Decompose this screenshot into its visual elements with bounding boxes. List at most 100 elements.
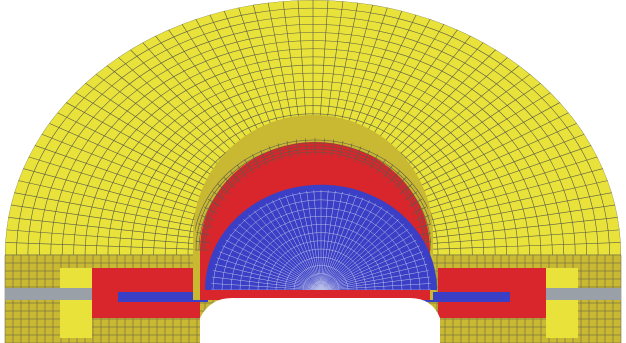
mesh-line [200, 215, 216, 221]
mesh-line [282, 0, 302, 138]
mesh-line [248, 214, 322, 290]
mesh-line [83, 81, 225, 177]
mesh-line [388, 55, 510, 165]
mesh-line [389, 170, 401, 184]
mesh-line [376, 159, 386, 174]
mesh-line [427, 179, 610, 222]
mesh-line [353, 11, 418, 145]
mesh-line [180, 21, 262, 149]
mesh-line [252, 1, 290, 140]
mesh-line [244, 159, 254, 174]
right-end-cap [546, 268, 578, 338]
mesh-line [339, 141, 344, 158]
mesh-line [277, 143, 283, 160]
mesh-line [259, 206, 322, 290]
mesh-line [237, 4, 285, 141]
mesh-line [421, 144, 594, 205]
inner-ring-mesh [195, 138, 431, 251]
mesh-line [212, 191, 226, 201]
mesh-line [219, 251, 322, 290]
mesh-line [322, 138, 325, 156]
mesh-line [278, 197, 322, 290]
mesh-line [140, 40, 247, 158]
mesh-line [267, 0, 296, 139]
mesh-line [369, 27, 460, 152]
mesh-line [229, 234, 322, 290]
core-mesh [211, 190, 431, 290]
mesh-line [358, 16, 432, 147]
mesh-line [320, 214, 394, 290]
mesh-line [423, 155, 600, 211]
mesh-line [409, 101, 563, 185]
mesh-line [12, 192, 197, 227]
mesh-line [320, 283, 431, 290]
mesh-line [320, 219, 399, 290]
mesh-line [347, 7, 404, 143]
mesh-line [198, 223, 213, 229]
mesh-line [411, 206, 426, 214]
mesh-line [379, 40, 486, 158]
mesh-line [46, 122, 211, 195]
mesh-line [166, 27, 257, 152]
mesh-line [39, 133, 208, 200]
mesh-line [320, 190, 336, 290]
mesh-line [260, 150, 268, 166]
mesh-line [208, 11, 273, 145]
mesh-line [299, 191, 322, 290]
mesh-line [330, 0, 359, 139]
mesh-line [384, 47, 498, 161]
mesh-line [211, 276, 322, 290]
mesh-line [320, 200, 370, 290]
mesh-line [320, 191, 343, 290]
mesh-line [236, 164, 248, 178]
mesh-line [382, 164, 394, 178]
mesh-line [320, 257, 426, 290]
mesh-line [73, 91, 221, 181]
mesh-line [225, 239, 322, 290]
mesh-line [26, 155, 203, 211]
mesh-line [318, 0, 329, 138]
left-rod-region [118, 292, 208, 302]
mesh-line [5, 242, 194, 250]
mesh-line [399, 183, 413, 195]
mesh-line [320, 190, 329, 290]
left-steel-strip [5, 288, 92, 300]
mesh-line [306, 190, 322, 290]
mesh-line [229, 170, 241, 184]
mesh-line [253, 210, 322, 290]
mesh-line [430, 204, 618, 233]
mesh-line [295, 139, 299, 157]
mesh-line [320, 245, 420, 290]
mesh-line [116, 55, 238, 165]
mesh-line [324, 0, 344, 138]
mesh-line [320, 206, 383, 290]
mesh-line [412, 111, 571, 190]
mesh-line [292, 193, 322, 290]
mesh-line [32, 144, 205, 205]
mesh-line [320, 234, 413, 290]
mesh-line [305, 138, 308, 156]
mesh-line [417, 223, 431, 229]
mesh-line [265, 203, 322, 290]
mesh-line [21, 167, 201, 216]
mesh-line [5, 229, 194, 244]
mesh-line [320, 210, 389, 290]
mesh-line [408, 198, 423, 208]
outer-dome-mesh [5, 0, 621, 256]
mesh-line [431, 216, 620, 238]
mesh-line [320, 276, 431, 290]
mesh-line [320, 239, 417, 290]
mesh-line [128, 47, 242, 161]
mesh-line [320, 193, 350, 290]
mesh-line [429, 192, 614, 227]
mesh-line [238, 223, 322, 290]
mesh-line [214, 263, 322, 290]
mesh-line [233, 228, 322, 290]
mesh-line [153, 33, 252, 154]
mesh-line [194, 16, 268, 147]
mesh-line [268, 146, 276, 163]
mesh-line [405, 91, 553, 181]
mesh-line [286, 141, 291, 158]
mesh-line [364, 21, 446, 149]
